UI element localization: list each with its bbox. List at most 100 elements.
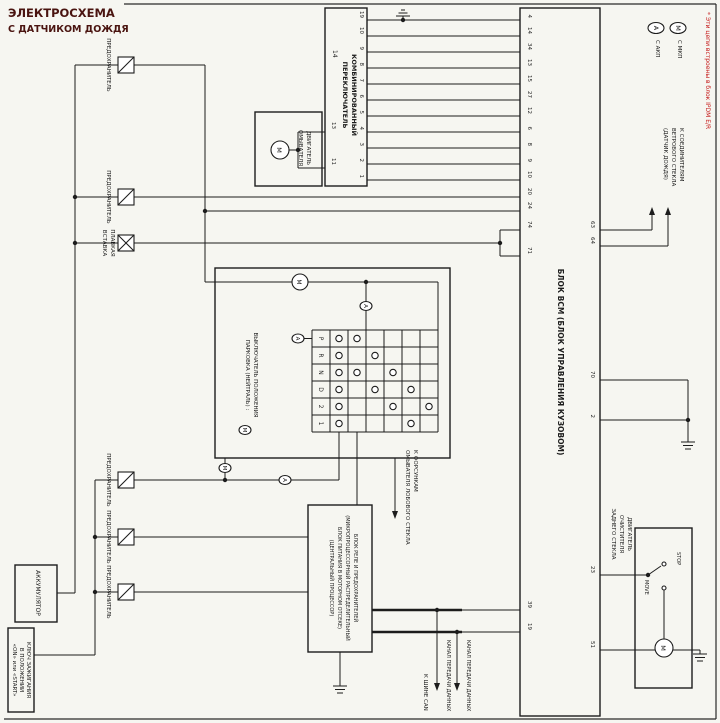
- ignition-key-box: [7, 627, 35, 713]
- combo-switch-label-line1: КОМБИНИРОВАННЫЙ: [350, 54, 359, 136]
- combo-switch-box: [324, 7, 368, 187]
- contact-circle: [371, 351, 379, 360]
- bcm-pin-right-4: 23: [589, 566, 595, 573]
- can-bus-label: К ШИНЕ CAN: [422, 674, 428, 711]
- bcm-pin-left-0: 4: [526, 15, 532, 19]
- mt-variant-icon-park-label: М: [238, 424, 252, 436]
- ground-icon-right: [681, 441, 695, 450]
- ipdm-label-line4: (ЦЕНТРАЛЬНЫЙ ПРОЦЕССОР): [328, 540, 335, 617]
- bcm-pin-left-3: 13: [526, 59, 532, 66]
- legend-mt-icon: М: [669, 21, 687, 35]
- pnp-row-label-5: 1: [317, 422, 324, 426]
- contact-circle: [335, 402, 343, 411]
- bcm-box: [519, 7, 601, 717]
- pnp-row-label-3: D: [317, 387, 324, 392]
- contact-circle: [353, 368, 361, 377]
- rain-arrow-icon-1: [649, 207, 655, 215]
- rain-sensor-label-line2: ВЕТРОВОГО СТЕКЛА: [670, 128, 676, 187]
- bcm-pin-left-12: 24: [526, 202, 532, 209]
- mt-mark: М: [221, 466, 227, 471]
- can-channel1-label: КАНАЛ ПЕРЕДАЧИ ДАННЫХ: [445, 640, 451, 712]
- fusible-link-icon: [117, 234, 135, 252]
- fuse5-label: ПРЕДОХРАНИТЕЛЬ: [105, 565, 111, 619]
- rear-wiper-motor-icon: M: [654, 638, 674, 658]
- battery-box: [14, 564, 58, 623]
- contact-circle: [335, 351, 343, 360]
- combo-pin-9: 2: [358, 159, 364, 163]
- pnp-row-label-0: P: [317, 337, 324, 341]
- bcm-pin-right-1: 64: [589, 237, 595, 244]
- combo-pin-2: 9: [358, 47, 364, 51]
- fuse-icons: [117, 56, 135, 601]
- bcm-pin-left-10: 10: [526, 171, 532, 178]
- washer-motor-box: [254, 111, 323, 187]
- washer-motor-letter: M: [275, 147, 283, 153]
- ground-icon-rear-motor: [693, 653, 707, 662]
- ipdm-label-line2: (МИКРОПРОЦЕССОРНЫЙ РАСПРЕДЕЛИТЕЛЬНЫЙ: [344, 515, 351, 641]
- combo-pin-1: 10: [358, 27, 364, 34]
- bcm-pin-left-9: 9: [526, 159, 532, 163]
- washer-motor-icon: M: [270, 140, 290, 160]
- at-variant-icon-fuse-line: А: [278, 474, 292, 486]
- fuse4-icon: [117, 528, 135, 546]
- bcm-pin-right-0: 63: [589, 221, 595, 228]
- wiper-assembly-box: [214, 267, 451, 459]
- ignition-label-line2: В ПОЛОЖЕНИИ: [18, 648, 24, 692]
- rain-arrow-icon-2: [665, 207, 671, 215]
- ignition-label-line3: «ON» или «START»: [11, 644, 17, 697]
- fusible-link-label-line2: ВСТАВКА: [101, 230, 107, 256]
- legend-at-letter: А: [652, 26, 660, 31]
- washer-motor-label-line2: ОМЫВАТЕЛЯ: [297, 130, 303, 166]
- contact-circle: [335, 385, 343, 394]
- fusible-link-label-line1: ПЛАВКАЯ: [109, 229, 115, 256]
- pnp-contact-dots: [335, 334, 433, 428]
- fuse3-label: ПРЕДОХРАНИТЕЛЬ: [105, 453, 111, 507]
- nozzle-arrow-icon: [392, 511, 398, 519]
- contact-circle: [407, 419, 415, 428]
- wires-bcm-right: [600, 215, 701, 654]
- combo-pin-10: 1: [358, 175, 364, 179]
- ground-icon-ipdm: [333, 685, 347, 694]
- fuse1-icon: [117, 56, 135, 74]
- move-label: MOVE: [643, 580, 649, 595]
- contact-circle: [335, 368, 343, 377]
- fuse2-label: ПРЕДОХРАНИТЕЛЬ: [105, 170, 111, 224]
- rear-wiper-label-line1: ДВИГАТЕЛЬ: [626, 517, 632, 551]
- rear-wiper-label-line2: ОЧИСТИТЕЛЯ: [618, 515, 624, 553]
- pnp-row-label-2: N: [317, 370, 324, 375]
- combo-washer-pin-11: 11: [330, 158, 336, 165]
- fuse5-icon: [117, 583, 135, 601]
- combo-washer-pin-13: 13: [330, 122, 336, 129]
- legend-at-label: С АКП: [654, 40, 660, 57]
- combo-pin-6: 5: [358, 111, 364, 115]
- rear-wiper-box: [634, 527, 693, 689]
- mt-variant-icon-fuse-line: М: [218, 462, 232, 474]
- contact-circle: [389, 402, 397, 411]
- contact-circle: [371, 385, 379, 394]
- bcm-label: БЛОК BCM (БЛОК УПРАВЛЕНИЯ КУЗОВОМ): [556, 269, 565, 456]
- bcm-pin-left-13: 74: [526, 221, 532, 228]
- at-mark: А: [281, 478, 287, 482]
- combo-pin-8: 3: [358, 143, 364, 147]
- junction-dots: [72, 17, 691, 635]
- combo-pin-0: 19: [358, 11, 364, 18]
- fuse3-icon: [117, 471, 135, 489]
- stop-label: STOP: [675, 552, 681, 565]
- legend-at-icon: А: [647, 21, 665, 35]
- combo-pin-7: 4: [358, 127, 364, 131]
- at-variant-icon-grid-left: А: [291, 333, 305, 344]
- rain-sensor-label-line1: К СОЕДИНИТЕЛЯМ: [678, 128, 684, 182]
- rain-sensor-label-line3: (ДАТЧИК ДОЖДЯ): [662, 128, 668, 180]
- bcm-pin-left-15: 39: [526, 601, 532, 608]
- wires-power-supply: [34, 64, 520, 656]
- legend-mt-letter: М: [674, 25, 682, 31]
- bcm-pin-left-14: 71: [526, 247, 532, 254]
- bcm-pin-left-4: 15: [526, 75, 532, 82]
- bcm-pin-right-3: 2: [589, 415, 595, 419]
- combo-pin-3: 8: [358, 63, 364, 67]
- wires-can-bus: [339, 608, 520, 686]
- at-variant-icon-grid-feed: А: [359, 300, 373, 312]
- bcm-pin-right-5: 51: [589, 641, 595, 648]
